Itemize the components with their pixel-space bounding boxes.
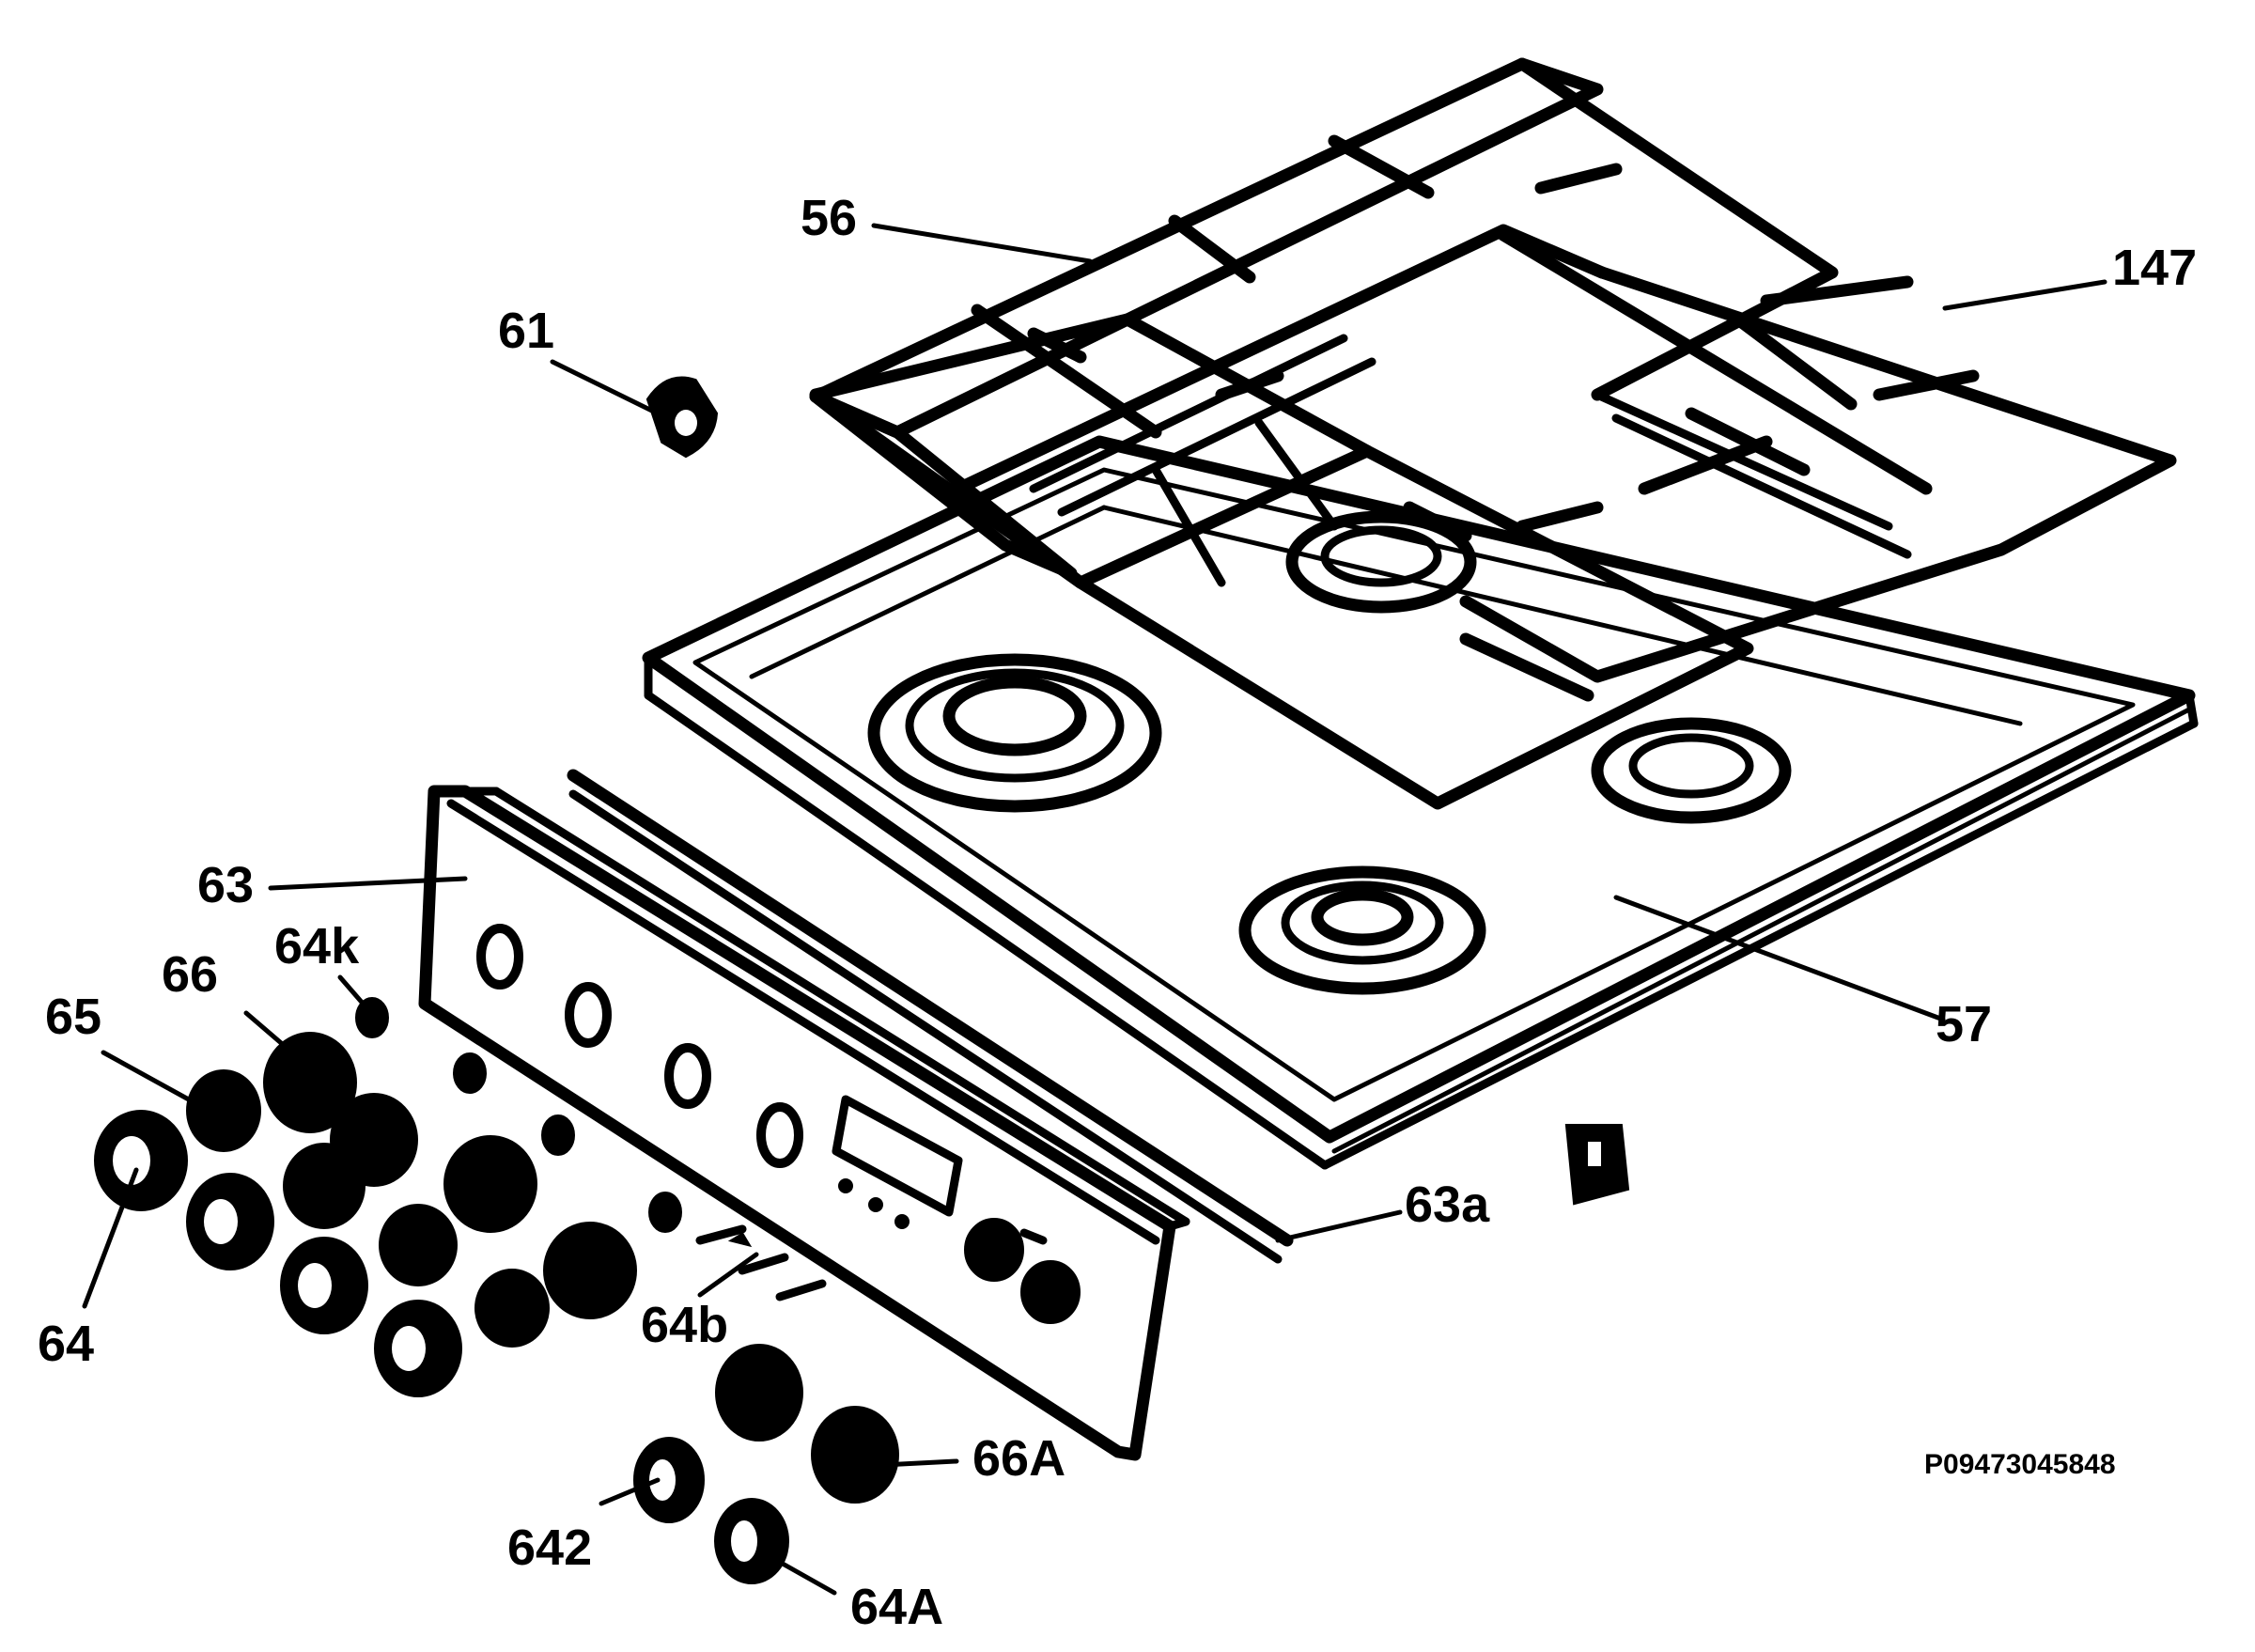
label-147: 147	[2112, 240, 2197, 296]
pan-support-right	[952, 224, 2177, 683]
control-panel	[418, 785, 1190, 1461]
label-64b: 64b	[641, 1297, 728, 1353]
part-61	[645, 376, 719, 459]
label-63a: 63a	[1405, 1177, 1490, 1233]
label-61: 61	[498, 303, 554, 359]
trim-strip	[567, 769, 1294, 1264]
label-64: 64	[38, 1316, 94, 1372]
label-64k: 64k	[274, 918, 360, 974]
leader-lines	[82, 223, 2107, 1596]
burner-rear-center	[1285, 510, 1477, 614]
hob-top-panel	[642, 435, 2199, 1170]
label-66A: 66A	[972, 1430, 1065, 1487]
label-57: 57	[1936, 996, 1992, 1052]
screws	[695, 1224, 827, 1301]
right-foot	[1564, 1124, 1630, 1206]
drawing-code: P09473045848	[1924, 1449, 2116, 1480]
burner-front-left	[867, 653, 1162, 813]
burner-front-right	[1238, 865, 1486, 995]
label-65: 65	[45, 989, 101, 1045]
label-56: 56	[801, 190, 857, 246]
label-66: 66	[162, 946, 218, 1003]
knob-caps	[94, 1110, 462, 1397]
burner-right	[1591, 717, 1792, 824]
knobs-lower	[633, 1344, 899, 1584]
label-64A: 64A	[850, 1579, 943, 1635]
label-63: 63	[197, 857, 254, 913]
knobs-row-2	[186, 1069, 550, 1348]
label-642: 642	[507, 1520, 592, 1576]
